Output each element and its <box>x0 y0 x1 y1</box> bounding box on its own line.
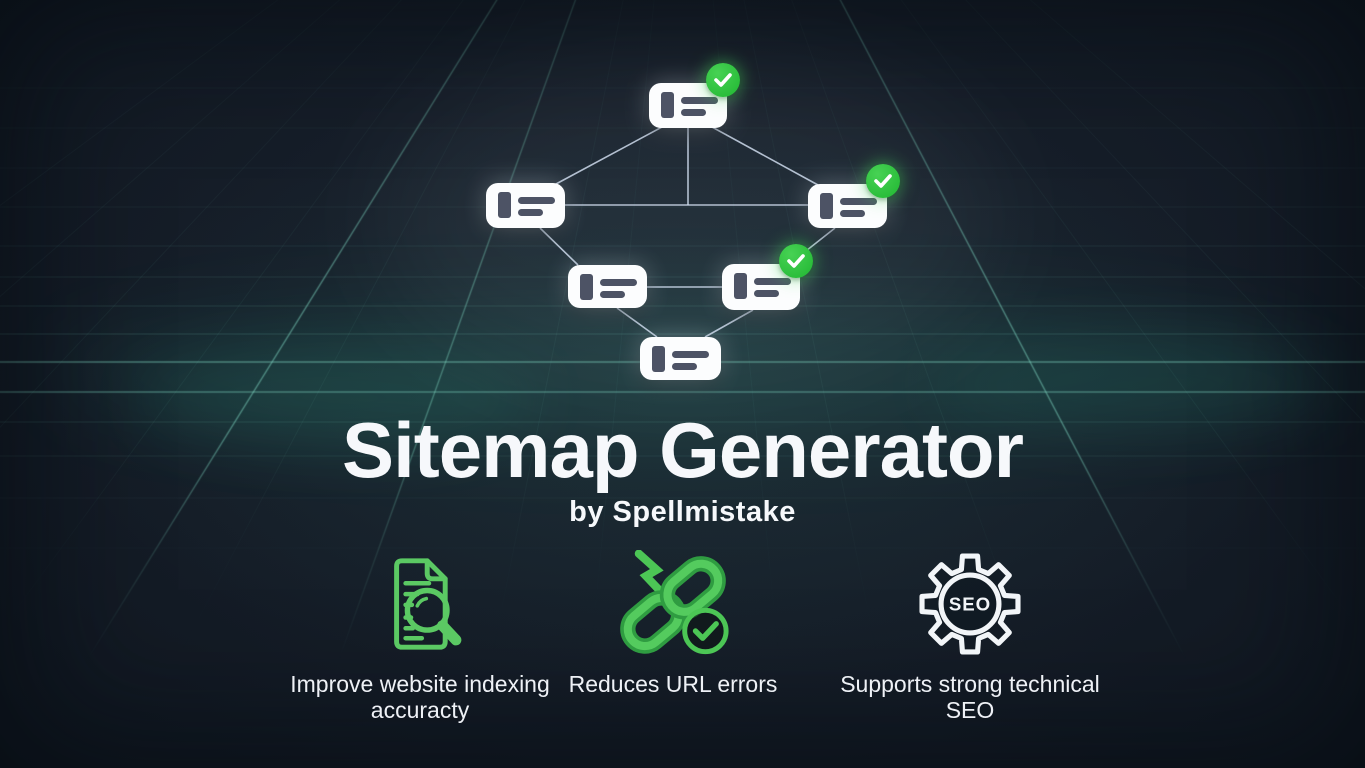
node-thumbnail <box>498 192 511 218</box>
node-text-bar <box>600 291 625 298</box>
broken-link-check-icon <box>610 545 736 663</box>
node-text-bar <box>518 197 555 204</box>
node-text-bar <box>840 198 877 205</box>
node-thumbnail <box>734 273 747 299</box>
seo-gear-label: SEO <box>949 594 991 615</box>
sitemap-node-5 <box>722 244 813 310</box>
page-subtitle: by Spellmistake <box>569 496 796 528</box>
node-text-bar <box>672 363 697 370</box>
sitemap-node-4 <box>568 265 647 308</box>
node-thumbnail <box>820 193 833 219</box>
title-block: Sitemap Generator by Spellmistake <box>0 407 1365 529</box>
seo-gear-icon: SEO <box>914 545 1026 663</box>
check-badge-icon <box>866 164 900 198</box>
feature-label: Supports strong technical SEO <box>840 671 1100 723</box>
node-text-bar <box>681 109 706 116</box>
feature-url-errors: Reduces URL errors <box>508 545 838 697</box>
node-text-bar <box>600 279 637 286</box>
feature-technical-seo: SEO Supports strong technical SEO <box>795 545 1145 723</box>
document-search-icon <box>375 545 465 663</box>
node-text-bar <box>518 209 543 216</box>
node-text-bar <box>672 351 709 358</box>
sitemap-node-2 <box>486 183 565 228</box>
feature-indexing: Improve website indexing accuracty <box>255 545 585 723</box>
node-thumbnail <box>652 346 665 372</box>
node-text-bar <box>754 278 791 285</box>
check-badge-icon <box>706 63 740 97</box>
node-thumbnail <box>580 274 593 300</box>
feature-label: Improve website indexing accuracty <box>290 671 550 723</box>
page-title: Sitemap Generator <box>342 406 1024 494</box>
sitemap-node-3 <box>808 164 900 228</box>
node-text-bar <box>681 97 718 104</box>
node-text-bar <box>754 290 779 297</box>
node-thumbnail <box>661 92 674 118</box>
sitemap-node-1 <box>649 63 740 128</box>
sitemap-node-6 <box>640 337 721 380</box>
node-text-bar <box>840 210 865 217</box>
check-badge-icon <box>779 244 813 278</box>
feature-label: Reduces URL errors <box>568 671 778 697</box>
